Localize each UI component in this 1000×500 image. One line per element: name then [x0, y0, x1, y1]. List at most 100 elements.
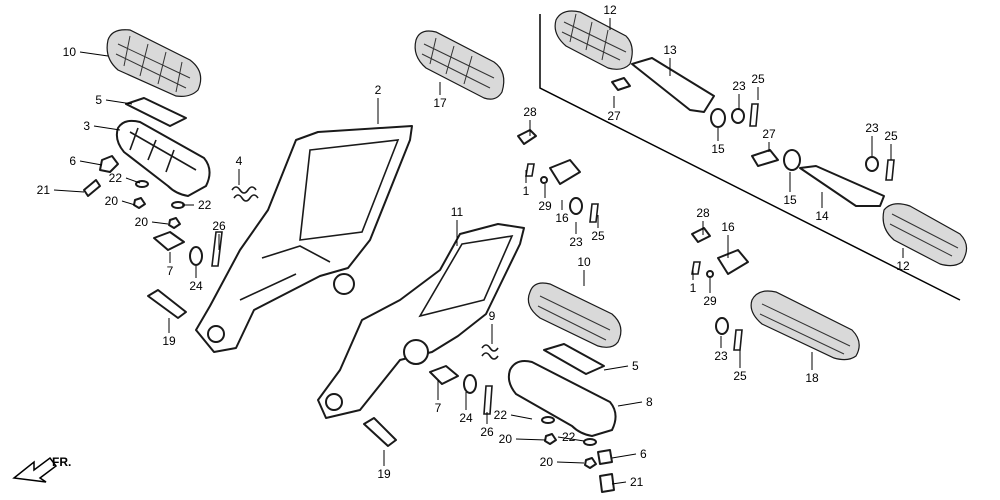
callout-25-d: 25 [733, 350, 747, 383]
part-number-label: 5 [632, 359, 639, 373]
part-number-label: 25 [751, 72, 765, 86]
callout-leader-line [151, 221, 169, 225]
callout-28-a: 28 [523, 105, 537, 136]
part-number-label: 7 [167, 264, 174, 278]
pivot-pin-icon [751, 149, 779, 167]
footpeg-bracket-icon [317, 223, 525, 419]
part-number-label: 14 [815, 209, 829, 223]
bushing-icon [597, 449, 613, 465]
pin-icon [211, 231, 223, 267]
callout-7-a: 7 [167, 252, 174, 278]
part-number-label: 28 [523, 105, 537, 119]
callout-leader-line [515, 438, 547, 441]
part-number-label: 25 [591, 229, 605, 243]
nut-icon [544, 433, 557, 445]
footpeg-body-icon [507, 360, 617, 437]
nut-icon [133, 197, 146, 209]
callout-leader-line [105, 99, 133, 105]
part-number-label: 17 [433, 96, 447, 110]
part-number-label: 3 [83, 119, 90, 133]
ball-icon [540, 176, 548, 184]
callout-25-c: 25 [884, 129, 898, 160]
spring-icon [589, 203, 599, 223]
callout-29-b: 29 [703, 278, 717, 308]
footpeg-rubber-pad-icon [527, 282, 622, 348]
part-number-label: 19 [162, 334, 176, 348]
callout-20-b: 20 [135, 215, 169, 229]
callout-14: 14 [815, 192, 829, 223]
callout-25-a: 25 [591, 215, 605, 243]
pin-icon [525, 163, 535, 177]
part-number-label: 25 [733, 369, 747, 383]
callout-19-b: 19 [377, 450, 391, 481]
part-number-label: 7 [435, 401, 442, 415]
callout-24-a: 24 [189, 266, 203, 293]
bracket-plate-icon [717, 249, 749, 275]
callout-22-b: 22 [182, 198, 212, 212]
part-number-label: 20 [499, 432, 513, 446]
spring-icon [749, 103, 759, 127]
part-number-label: 16 [555, 211, 569, 225]
part-number-label: 1 [690, 281, 697, 295]
part-number-label: 20 [105, 194, 119, 208]
callout-16-b: 16 [721, 220, 735, 258]
washer-icon [583, 438, 597, 446]
part-number-label: 10 [577, 255, 591, 269]
callout-7-b: 7 [435, 380, 442, 415]
callout-20-d: 20 [540, 455, 585, 469]
callout-21-a: 21 [37, 183, 85, 197]
part-number-label: 15 [783, 193, 797, 207]
front-direction-arrow-icon: FR. [12, 455, 71, 483]
bolt-icon [517, 129, 537, 145]
footpeg-plate-icon [543, 343, 605, 375]
front-direction-label: FR. [52, 455, 71, 469]
pivot-bolt-icon [153, 231, 185, 251]
callout-23-d: 23 [714, 336, 728, 363]
footpeg-body-icon [115, 119, 211, 197]
footpeg-plate-icon [125, 97, 187, 127]
footpeg-bracket-icon [195, 125, 413, 353]
callout-26-a: 26 [212, 219, 226, 250]
part-number-label: 24 [459, 411, 473, 425]
callout-13: 13 [663, 43, 677, 76]
callout-25-b: 25 [751, 72, 765, 100]
bolt-icon [83, 179, 101, 197]
callout-23-b: 23 [732, 79, 746, 110]
washer-icon [541, 416, 555, 424]
bolt-icon [691, 227, 711, 243]
callout-22-c: 22 [494, 408, 533, 422]
callout-22-d: 22 [557, 430, 585, 444]
callout-leader-line [611, 481, 627, 485]
spring-icon [481, 344, 499, 360]
part-number-label: 20 [540, 455, 554, 469]
part-number-label: 22 [109, 171, 123, 185]
part-number-label: 23 [714, 349, 728, 363]
callout-leader-line [53, 189, 85, 193]
spring-icon [231, 186, 259, 202]
part-number-label: 29 [538, 199, 552, 213]
part-number-label: 1 [523, 184, 530, 198]
callout-12-a: 12 [603, 3, 617, 30]
part-number-label: 2 [375, 83, 382, 97]
spring-icon [885, 159, 895, 181]
callout-20-a: 20 [105, 194, 136, 208]
nut-icon [731, 108, 745, 124]
bolt-icon [599, 473, 615, 493]
footpeg-rubber-pad-icon [750, 290, 860, 361]
part-number-label: 28 [696, 206, 710, 220]
callout-2: 2 [375, 83, 382, 124]
callout-leader-line [510, 414, 533, 420]
footpeg-rubber-pad-icon [882, 203, 968, 267]
nut-icon [569, 197, 583, 215]
part-number-label: 24 [189, 279, 203, 293]
part-number-label: 12 [896, 259, 910, 273]
part-number-label: 26 [480, 425, 494, 439]
nut-icon [865, 156, 879, 172]
long-bolt-icon [147, 289, 187, 319]
pedal-arm-icon [631, 57, 715, 113]
part-number-label: 4 [236, 154, 243, 168]
callout-3: 3 [83, 119, 121, 133]
callout-8: 8 [617, 395, 653, 409]
callout-6-a: 6 [69, 154, 103, 168]
callout-18: 18 [805, 352, 819, 385]
